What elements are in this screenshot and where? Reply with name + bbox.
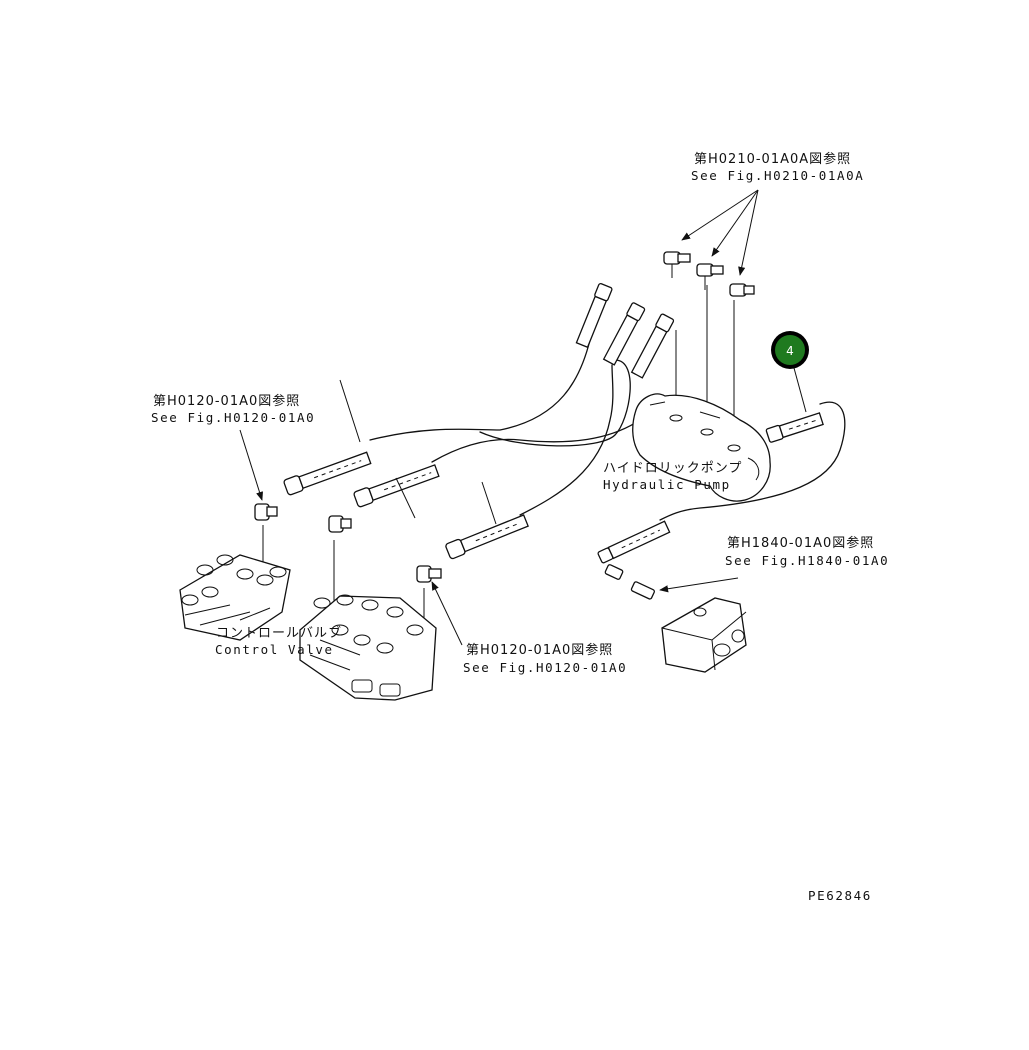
- valve-block-right: [661, 597, 747, 673]
- ref-top-en: See Fig.H0210-01A0A: [691, 168, 864, 183]
- hydraulic-pump: [632, 393, 771, 502]
- ref-top-jp: 第H0210-01A0A図参照: [694, 151, 851, 167]
- pump-label: ハイドロリックポンプ Hydraulic Pump: [603, 461, 742, 492]
- ref-middle-jp: 第H0120-01A0図参照: [466, 642, 613, 658]
- ref-right-jp: 第H1840-01A0図参照: [727, 535, 874, 551]
- control-valve-right: [299, 594, 437, 701]
- ref-right: 第H1840-01A0図参照 See Fig.H1840-01A0: [725, 535, 889, 568]
- valve-label: コントロールバルブ Control Valve: [215, 625, 342, 657]
- ref-top: 第H0210-01A0A図参照 See Fig.H0210-01A0A: [691, 151, 864, 183]
- ref-left-en: See Fig.H0120-01A0: [151, 410, 315, 425]
- leader-lines: [239, 189, 807, 646]
- valve-label-jp: コントロールバルブ: [216, 625, 342, 641]
- part-callout-4[interactable]: 4: [771, 331, 809, 369]
- valve-label-en: Control Valve: [215, 642, 334, 657]
- callout-number: 4: [786, 344, 794, 358]
- ref-right-en: See Fig.H1840-01A0: [725, 553, 889, 568]
- control-valve-left: [179, 554, 291, 641]
- pump-label-en: Hydraulic Pump: [603, 477, 731, 492]
- ref-middle: 第H0120-01A0図参照 See Fig.H0120-01A0: [463, 642, 627, 675]
- ref-left-jp: 第H0120-01A0図参照: [153, 393, 300, 409]
- ref-left: 第H0120-01A0図参照 See Fig.H0120-01A0: [151, 393, 315, 425]
- hose-sleeves: [283, 282, 824, 564]
- pump-label-jp: ハイドロリックポンプ: [603, 461, 742, 476]
- drawing-code: PE62846: [808, 888, 872, 903]
- ref-middle-en: See Fig.H0120-01A0: [463, 660, 627, 675]
